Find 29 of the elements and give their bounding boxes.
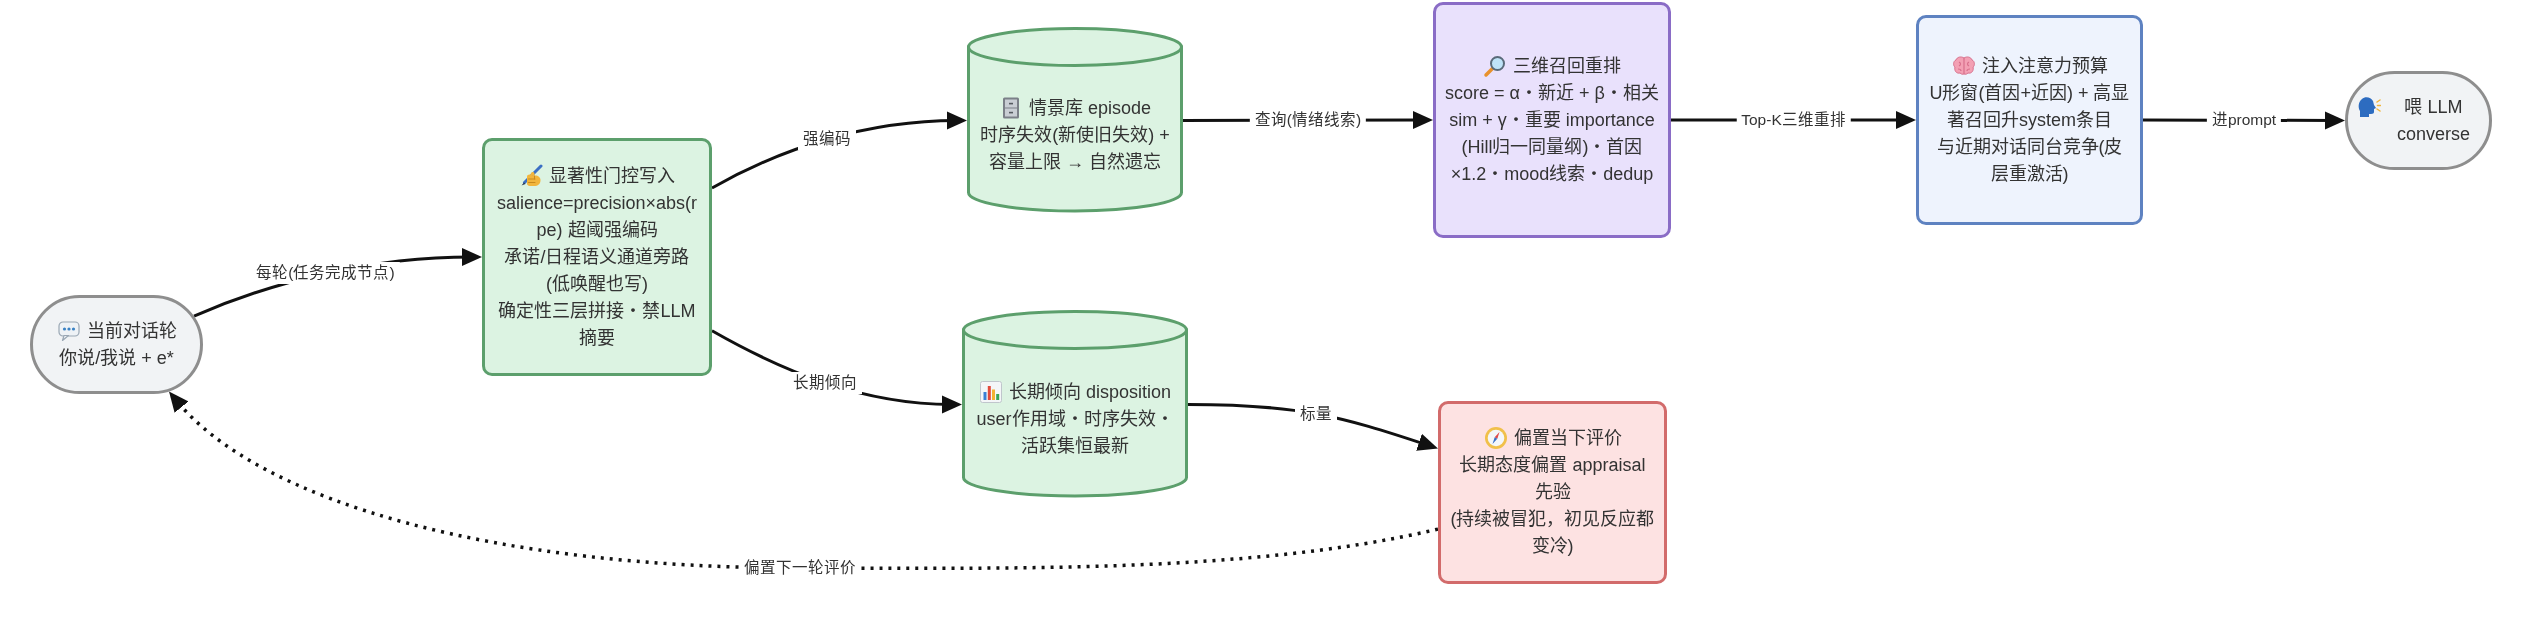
node-text: 长期态度偏置 appraisal 先验 [1458,454,1647,504]
node-text: salience=precision×abs(rpe) 超阈强编码 [495,191,699,242]
node-text: score = α・新近 + β・相关sim + γ・重要 importance [1445,81,1659,132]
node-title: 注入注意力预算 [1981,54,2108,78]
process-box [1433,2,1671,238]
node-title: 偏置当下评价 [1513,427,1622,450]
node-text: 与近期对话同台竞争(皮层重激活) [1935,135,2124,186]
node-title: 三维召回重排 [1513,54,1621,78]
node-text: 确定性三层拼接・禁LLM摘要 [497,299,697,350]
node-text: user作用域・时序失效・活跃集恒最新 [975,408,1175,458]
process-box [1438,401,1667,584]
node-text: 承诺/日程语义通道旁路(低唤醒也写) [503,245,691,296]
node-text: U形窗(首因+近因) + 高显著召回升system条目 [1928,81,2131,132]
process-box [1916,15,2143,225]
node-text: 时序失效(新使旧失效) + 容量上限 → 自然遗忘 [979,124,1171,174]
edge-label: 强编码 [798,128,856,151]
node-text: 你说/我说 + e* [59,346,174,370]
node-text: (Hill归一同量纲)・首因×1.2・mood线索・dedup [1449,135,1655,186]
edge-label: Top-K三维重排 [1736,109,1851,131]
database-cylinder [967,27,1183,214]
node-title: 喂 LLM converse [2395,95,2471,146]
process-box [482,138,712,376]
node-text: (持续被冒犯，初见反应都变冷) [1450,508,1655,558]
arrow [168,392,1439,570]
node-title: 长期倾向 disposition [1008,381,1172,404]
database-cylinder [962,310,1188,499]
node-title: 情景库 episode [1028,97,1152,120]
node-title: 当前对话轮 [86,319,177,343]
node-title: 显著性门控写入 [549,164,675,188]
